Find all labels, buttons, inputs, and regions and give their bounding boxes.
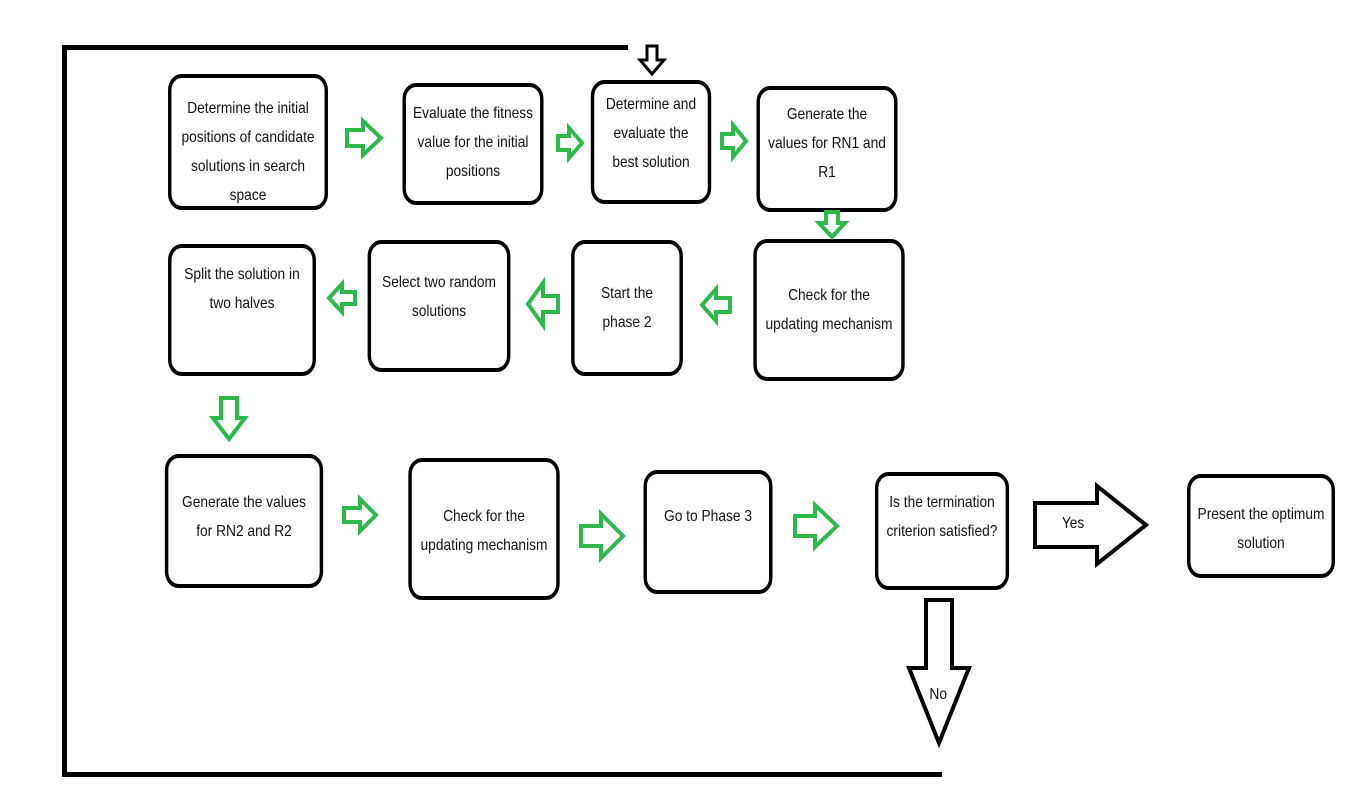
step-determine-initial-positions: Determine the initial positions of candi… bbox=[168, 74, 328, 210]
no-label: No bbox=[929, 686, 948, 703]
step-go-to-phase-3: Go to Phase 3 bbox=[643, 470, 773, 594]
loop-entry-arrow-icon bbox=[636, 44, 668, 77]
loop-line-left bbox=[62, 45, 67, 777]
flow-arrow-left-icon bbox=[699, 283, 732, 327]
loop-line-bottom bbox=[62, 772, 942, 777]
yes-arrow-icon bbox=[1033, 481, 1150, 569]
step-generate-rn1-r1: Generate the values for RN1 and R1 bbox=[756, 86, 898, 212]
loop-line-top bbox=[62, 45, 628, 50]
step-select-random-solutions: Select two random solutions bbox=[367, 240, 511, 372]
step-evaluate-fitness: Evaluate the fitness value for the initi… bbox=[402, 83, 544, 205]
flow-arrow-right-icon bbox=[793, 500, 840, 552]
step-split-solution: Split the solution in two halves bbox=[168, 244, 316, 376]
flow-arrow-left-icon bbox=[525, 276, 560, 332]
step-present-optimum-solution: Present the optimum solution bbox=[1187, 474, 1335, 578]
step-termination-check: Is the termination criterion satisfied? bbox=[874, 472, 1010, 590]
flow-arrow-right-icon bbox=[556, 122, 585, 164]
step-check-updating-mechanism-1: Check for the updating mechanism bbox=[753, 239, 905, 381]
yes-label: Yes bbox=[1061, 515, 1085, 532]
step-start-phase-2: Start the phase 2 bbox=[571, 240, 683, 376]
flow-arrow-right-icon bbox=[342, 494, 379, 536]
step-generate-rn2-r2: Generate the values for RN2 and R2 bbox=[164, 454, 324, 588]
flow-arrow-right-icon bbox=[579, 509, 626, 563]
flow-arrow-down-icon bbox=[814, 210, 850, 240]
flow-arrow-right-icon bbox=[720, 119, 749, 163]
flow-arrow-left-icon bbox=[326, 278, 357, 318]
step-determine-best-solution: Determine and evaluate the best solution bbox=[590, 80, 712, 204]
flow-arrow-right-icon bbox=[345, 116, 384, 160]
step-check-updating-mechanism-2: Check for the updating mechanism bbox=[408, 458, 560, 600]
flow-arrow-down-icon bbox=[208, 396, 250, 443]
no-arrow-icon bbox=[906, 598, 972, 749]
